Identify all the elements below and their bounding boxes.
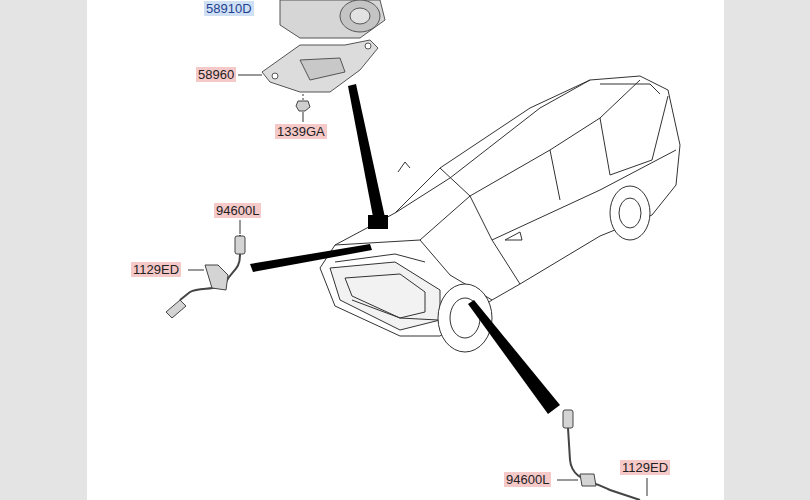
callout-number: 94600L bbox=[214, 203, 261, 218]
margin-band bbox=[0, 0, 87, 500]
callout-number: 1129ED bbox=[620, 460, 670, 475]
module-location bbox=[368, 215, 388, 229]
part-number: 58910D bbox=[204, 1, 254, 16]
margin-band bbox=[724, 0, 810, 500]
abs-module bbox=[280, 0, 385, 38]
bracket bbox=[262, 40, 378, 92]
leader-line bbox=[303, 112, 304, 122]
wheel-speed-sensor bbox=[563, 410, 640, 500]
leader-line bbox=[238, 75, 262, 76]
leader-line bbox=[557, 480, 578, 481]
leader-line bbox=[647, 478, 648, 496]
callout-wedge bbox=[250, 244, 372, 272]
nut bbox=[296, 101, 310, 111]
car-illustration bbox=[320, 76, 680, 352]
callout-number: 58960 bbox=[196, 67, 236, 82]
leader-line bbox=[240, 220, 241, 234]
callout-wedge bbox=[468, 300, 560, 414]
leader-line bbox=[303, 94, 304, 100]
callout-wedge bbox=[348, 84, 386, 222]
callout-number: 1129ED bbox=[131, 262, 181, 277]
leader-line bbox=[188, 270, 204, 271]
callout-number: 1339GA bbox=[275, 124, 327, 139]
callout-number: 94600L bbox=[504, 472, 551, 487]
